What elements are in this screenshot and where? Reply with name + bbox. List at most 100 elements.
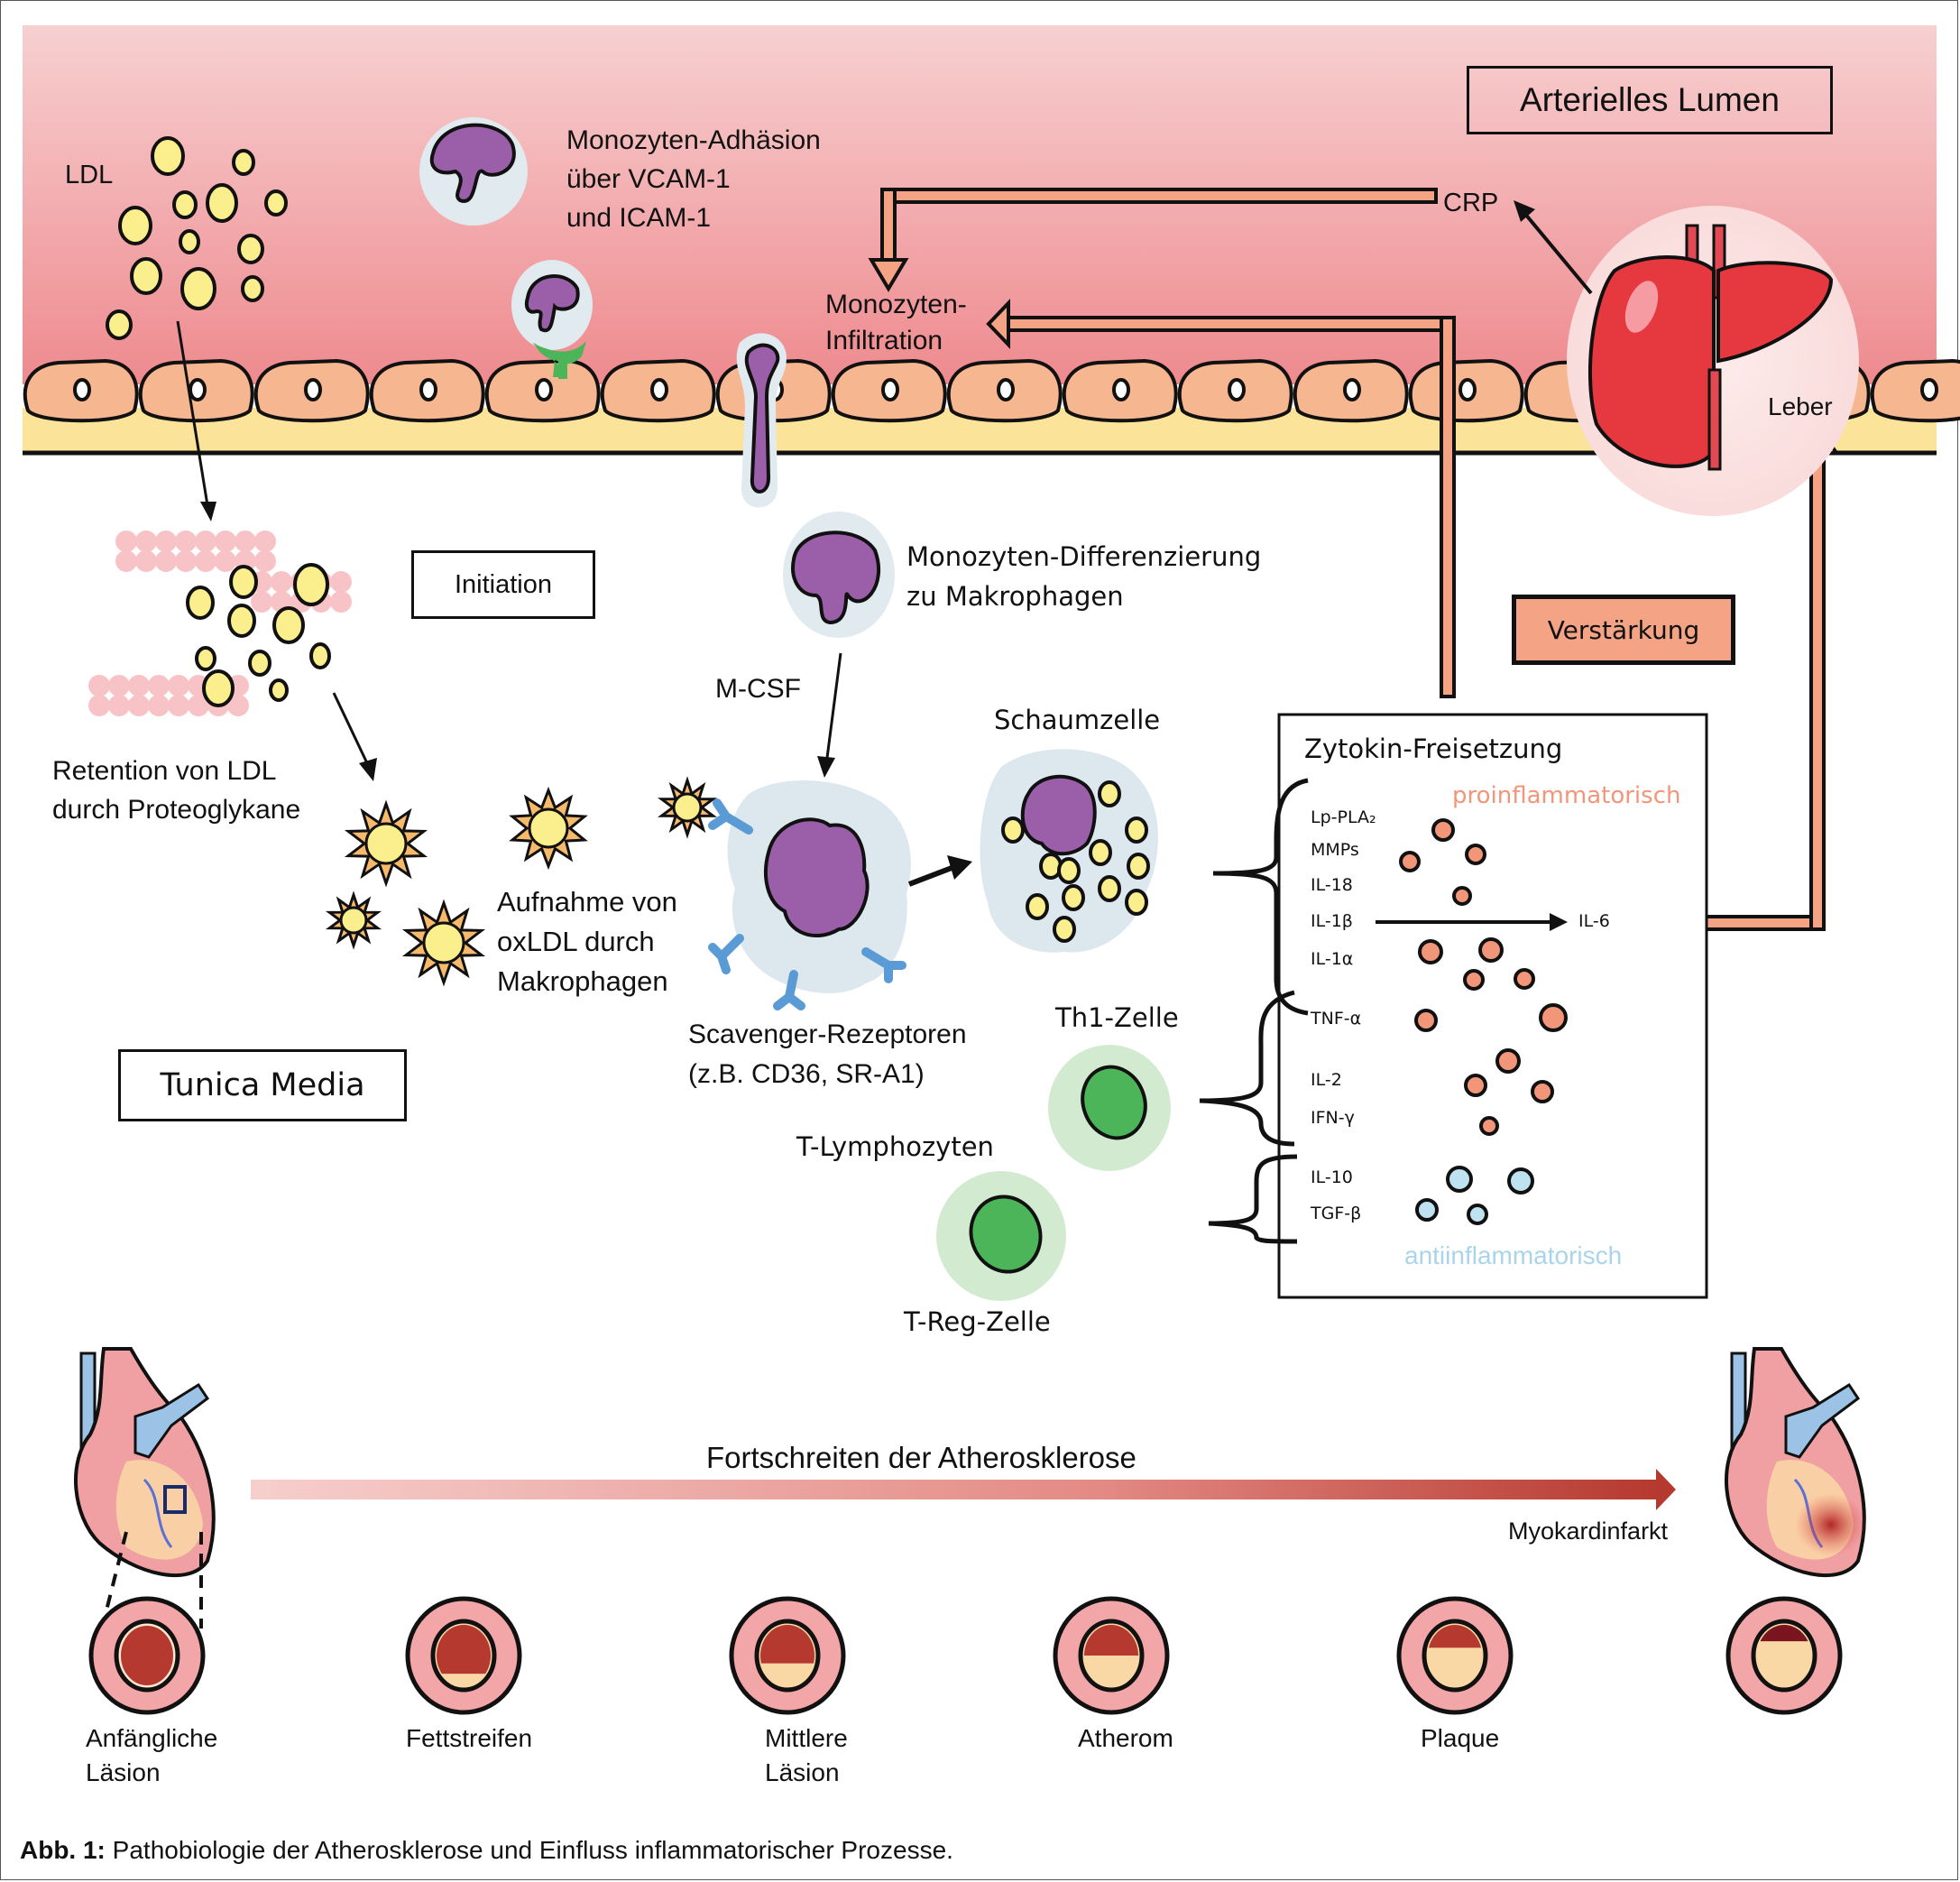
artery-cross-section [88,1596,206,1715]
lipid-droplet [1127,853,1150,880]
lipid-droplet [1098,780,1121,807]
proteoglycan [175,550,197,572]
scavenger-line-1: Scavenger-Rezeptoren [688,1019,967,1049]
arterial-lumen-title: Arterielles Lumen [1520,81,1780,118]
endothelial-cell [23,358,139,423]
adhesion-line-2: über VCAM-1 [566,164,731,194]
proteoglycan [168,675,189,697]
lipid-droplet [1026,893,1049,920]
retained-ldl [186,563,331,707]
stage-label-line: Mittlere [765,1724,848,1752]
differentiation-line-2: zu Makrophagen [906,581,1124,612]
arrow-head [200,502,216,521]
tunica-media-box: Tunica Media [118,1049,407,1121]
figure-caption: Abb. 1: Pathobiologie der Atherosklerose… [20,1836,953,1865]
initiation-box: Initiation [411,550,595,619]
infiltration-line-2: Infiltration [825,326,943,355]
proinflammatory-label: proinflammatorisch [1452,782,1681,809]
proteoglycan [88,675,110,697]
crp-label: CRP [1443,189,1499,217]
monocyte-free [419,117,528,226]
oxldl-particle [325,890,382,950]
proteoglycan [108,695,130,716]
monocyte-adhering [511,260,593,379]
endothelial-cell [1293,358,1409,423]
proteoglycan [195,550,216,572]
proteoglycan [254,550,276,572]
proteoglycan [128,675,150,697]
cytokine-item: MMPs [1311,840,1359,860]
artery-cross-section [1725,1596,1843,1715]
mcsf-label: M-CSF [715,674,801,704]
il6-label: IL-6 [1578,911,1610,931]
proteoglycan [135,550,157,572]
liver-label: Leber [1768,392,1833,420]
ldl-particles [106,136,288,340]
cytokine-box [1277,713,1708,1299]
proteoglycan [330,571,352,593]
treg-cell-label: T-Reg-Zelle [904,1306,1051,1337]
endothelial-cell [831,358,947,423]
arterial-lumen-box: Arterielles Lumen [1467,66,1833,134]
lipid-droplet [1098,875,1121,902]
lipid-droplet [1125,816,1148,844]
stage-label-line: Atherom [1078,1724,1173,1752]
stage-label: Plaque [1421,1721,1499,1756]
lipid-droplet [1125,889,1148,916]
foam-cell [980,749,1158,953]
retention-line-1: Retention von LDL [52,756,277,786]
stage-label-line: Anfängliche [86,1724,218,1752]
stage-label: Atherom [1078,1721,1173,1756]
endothelial-cell [946,358,1063,423]
th1-cell-label: Th1-Zelle [1055,1002,1179,1033]
stage-label-line: Plaque [1421,1724,1500,1752]
proteoglycan [254,530,276,552]
initiation-label: Initiation [454,569,552,599]
myocardial-infarction-label: Myokardinfarkt [1508,1518,1669,1545]
scavenger-line-2: (z.B. CD36, SR-A1) [688,1059,925,1089]
ldl-label: LDL [65,161,114,189]
oxldl-particle [401,899,486,987]
proteoglycan [135,530,157,552]
proteoglycan [88,695,110,716]
proteoglycan [148,675,170,697]
progression-arrowhead [1656,1469,1676,1510]
heart-icon-infarct [1725,1347,1867,1578]
amplification-box: Verstärkung [1512,595,1735,665]
proteoglycan [330,591,352,613]
cytokine-item: IL-1α [1311,949,1354,969]
stage-label-line: Läsion [86,1758,161,1786]
proteoglycan [108,675,130,697]
lipid-droplet [1001,816,1025,844]
proteoglycan [235,530,256,552]
lipid-droplet [1053,916,1076,943]
cytokine-item: Lp-PLA₂ [1311,807,1376,827]
proteoglycan [215,550,236,572]
lipid-droplet [1062,884,1085,911]
brace-foam-cell [1212,778,1309,1016]
endothelial-cell [1177,358,1293,423]
proteoglycan [115,530,137,552]
crp-to-infiltration-arrow [868,188,1438,292]
artery-cross-section [405,1596,522,1715]
differentiation-line-1: Monozyten-Differenzierung [906,541,1262,572]
cytokine-item: IFN-γ [1311,1108,1355,1128]
infiltration-label: Monozyten- Infiltration [825,287,967,359]
proteoglycan [195,530,216,552]
proteoglycan [215,530,236,552]
proteoglycan [175,530,197,552]
cytokine-item: TGF-β [1311,1204,1362,1223]
endothelial-cell [1870,358,1960,423]
tunica-media-label: Tunica Media [160,1067,365,1103]
proteoglycan [148,695,170,716]
endothelial-cell [1408,358,1524,423]
progression-title: Fortschreiten der Atherosklerose [706,1441,1136,1474]
monocyte-differentiating [783,512,895,638]
retention-label: Retention von LDL durch Proteoglykane [52,752,300,829]
oxldl-particles [325,776,717,987]
proteoglycan [271,571,292,593]
